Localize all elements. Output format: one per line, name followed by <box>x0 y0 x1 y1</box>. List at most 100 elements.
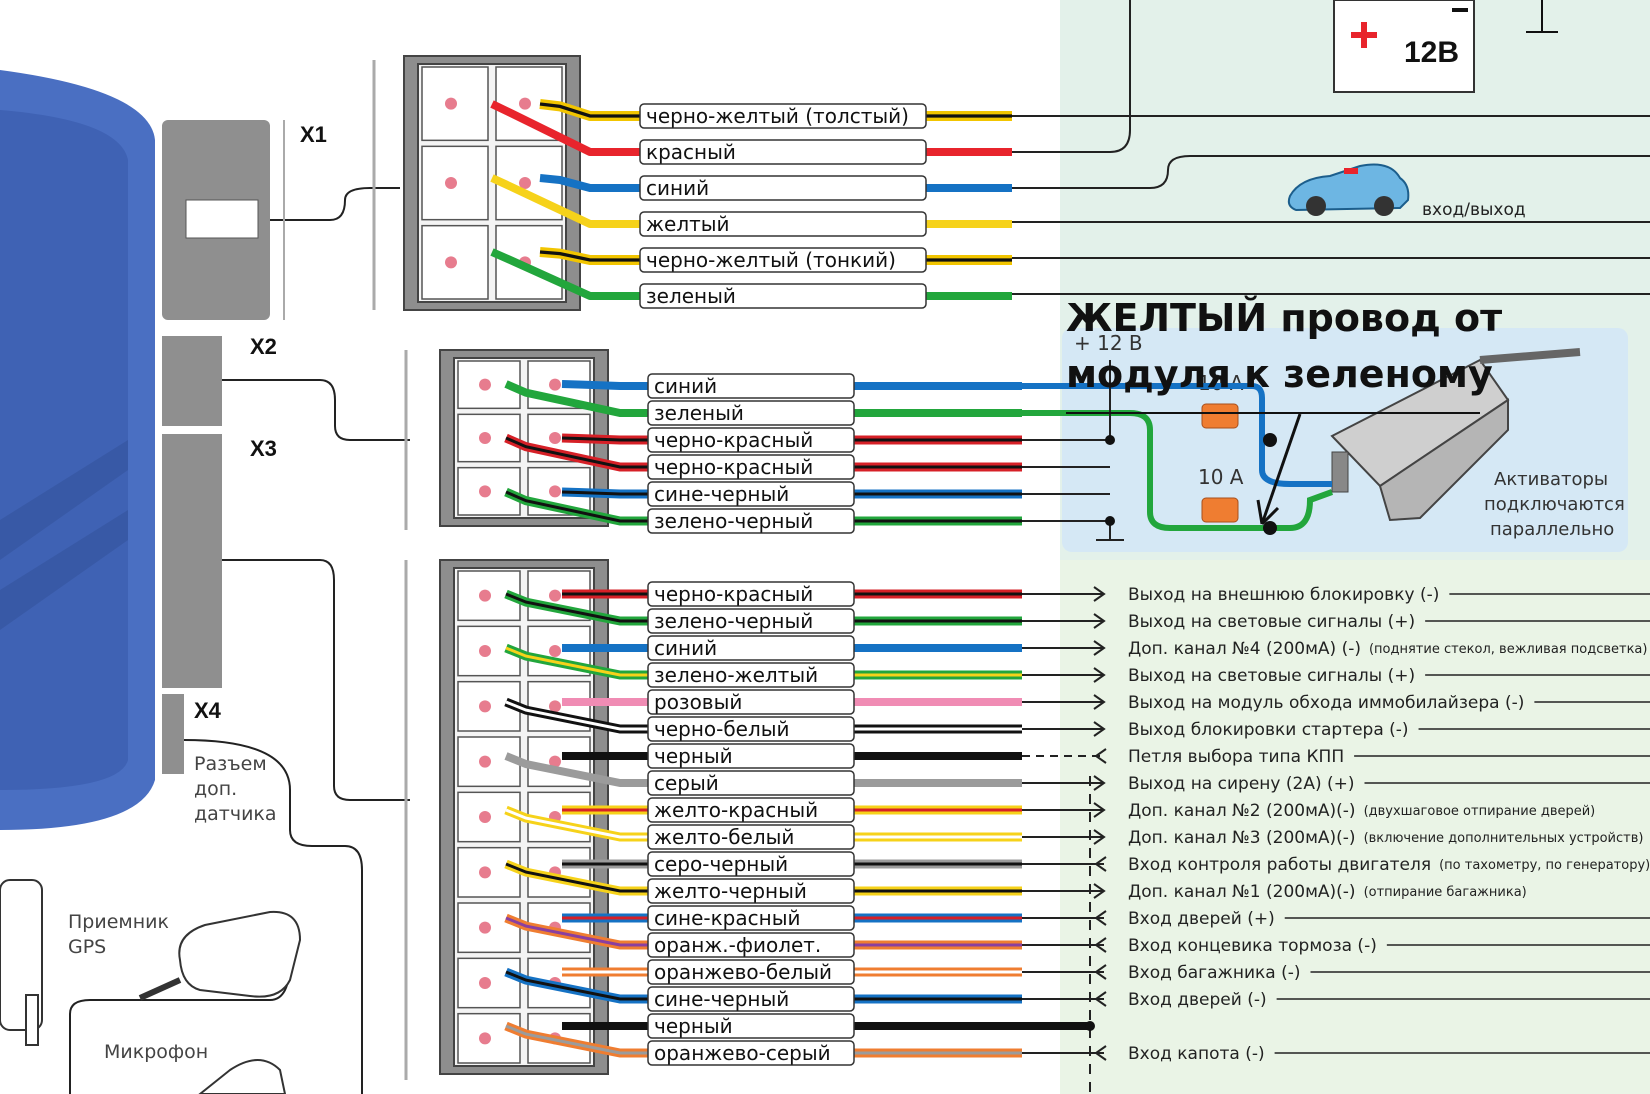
x3-wire-label-14: оранжево-белый <box>647 959 855 985</box>
x3-desc-0: Выход на внешнюю блокировку (-) <box>1128 585 1439 605</box>
x1-pin <box>445 97 457 110</box>
x3-wire-label-2-text: синий <box>654 636 717 660</box>
x3-wire-label-7: серый <box>647 770 855 796</box>
x3-pin <box>479 755 491 768</box>
fuse1-icon <box>1201 403 1239 429</box>
battery-label: 12В <box>1404 36 1459 69</box>
x1-wires: черно-желтый (толстый)красныйсинийжелтый… <box>490 99 1012 309</box>
x3-pin <box>479 645 491 657</box>
x3-wire-label-4-text: розовый <box>654 690 742 714</box>
x3-wire-label-1-text: зелено-черный <box>654 609 813 633</box>
x2-wire-label-0: синий <box>647 373 855 399</box>
lock-green-run <box>1022 410 1334 531</box>
x1-wire-label-3-text: желтый <box>646 212 730 236</box>
x3-wire-label-11: желто-черный <box>647 878 855 904</box>
x3-wire-label-3-text: зелено-желтый <box>654 663 818 687</box>
activators-caption-3: параллельно <box>1490 519 1614 540</box>
x3-wire-label-16-text: черный <box>654 1014 733 1038</box>
x1-wire-label-4: черно-желтый (тонкий) <box>639 247 927 273</box>
x1-pin <box>445 256 457 269</box>
x3-pin <box>549 589 561 602</box>
x3-wire-label-5: черно-белый <box>647 716 855 742</box>
x1-wire-label-2: синий <box>639 175 927 201</box>
x3-desc-8: Доп. канал №2 (200мА)(-) <box>1128 801 1356 821</box>
x2-wire-label-0-text: синий <box>654 374 717 398</box>
x3-desc-9: Доп. канал №3 (200мА)(-) <box>1128 828 1356 848</box>
x3-in-arrow-17 <box>1094 1045 1107 1061</box>
x3-wire-label-12-box <box>647 905 855 931</box>
activators-caption-2: подключаются <box>1484 494 1625 515</box>
annotation-note-line-2: модуля к зеленому <box>1066 352 1493 396</box>
x2-wire-label-4: сине-черный <box>647 481 855 507</box>
x2-wire-label-5-box <box>647 508 855 534</box>
x3-wire-label-0-box <box>647 581 855 607</box>
activators-caption-1: Активаторы <box>1494 469 1608 490</box>
x3-wire-label-4-box <box>647 689 855 715</box>
x3-wire-label-13: оранж.-фиолет. <box>647 932 855 958</box>
x3-wire-label-17-text: оранжево-серый <box>654 1041 831 1065</box>
junction-dot <box>1105 435 1115 445</box>
x3-wire-label-12: сине-красный <box>647 905 855 931</box>
x3-wire-label-10-box <box>647 851 855 877</box>
x2-wire-label-3: черно-красный <box>647 454 855 480</box>
x3-junction-dot <box>1085 1021 1095 1031</box>
x1-run-io <box>1012 155 1650 189</box>
x2-pin <box>549 378 561 391</box>
x3-out-arrow-1 <box>1093 613 1106 629</box>
x3-wire-label-12-text: сине-красный <box>654 906 800 930</box>
x4-socket <box>162 694 184 774</box>
x1-pin <box>519 97 531 110</box>
x3-pin <box>479 921 491 934</box>
x2-wire-label-2-text: черно-красный <box>654 428 813 452</box>
x3-desc-3: Выход на световые сигналы (+) <box>1128 666 1415 686</box>
x1-label: X1 <box>300 122 327 147</box>
x4-caption-2: доп. <box>194 778 237 800</box>
x3-wire-label-4: розовый <box>647 689 855 715</box>
x3-wire-label-8-box <box>647 797 855 823</box>
x3-wire-label-8-text: желто-красный <box>654 798 818 822</box>
x1-wire-label-5-text: зеленый <box>646 284 736 308</box>
x2-wire-label-5-text: зелено-черный <box>654 509 813 533</box>
x3-in-arrow-12 <box>1094 910 1107 926</box>
x2-wire-label-4-text: сине-черный <box>654 482 789 506</box>
x3-desc-note-10: (по тахометру, по генератору) <box>1439 858 1650 873</box>
x2-pin <box>479 432 491 444</box>
x3-pin <box>549 755 561 768</box>
x3-desc-4: Выход на модуль обхода иммобилайзера (-) <box>1128 693 1524 713</box>
alarm-module <box>0 70 155 830</box>
x2-wire-label-5: зелено-черный <box>647 508 855 534</box>
x3-desc-7: Выход на сирену (2А) (+) <box>1128 774 1355 794</box>
junction-dot <box>1105 516 1115 526</box>
x2-pin <box>549 432 561 444</box>
x3-wire-label-7-box <box>647 770 855 796</box>
inputs-panel-bg <box>1060 560 1650 1094</box>
x3-wire-label-2-box <box>647 635 855 661</box>
x2-wire-label-4-box <box>647 481 855 507</box>
x3-desc-10: Вход контроля работы двигателя <box>1128 855 1431 875</box>
x3-wire-label-9-text: желто-белый <box>654 825 794 849</box>
x2-pin <box>549 485 561 498</box>
x2-wire-label-2-box <box>647 427 855 453</box>
x3-wire-label-5-text: черно-белый <box>654 717 790 741</box>
x1-wire-label-1-text: красный <box>646 140 736 164</box>
x3-wire-label-0: черно-красный <box>647 581 855 607</box>
x3-pin <box>549 700 561 713</box>
x3-wire-label-3: зелено-желтый <box>647 662 855 688</box>
x2-socket <box>162 336 222 426</box>
x3-in-arrow-10 <box>1094 856 1107 872</box>
x3-desc-17: Вход капота (-) <box>1128 1044 1265 1064</box>
x3-out-arrow-7 <box>1093 775 1106 791</box>
x3-wire-label-14-text: оранжево-белый <box>654 960 832 984</box>
x1-wire-label-3: желтый <box>639 211 927 237</box>
gps-caption-2: GPS <box>68 936 106 958</box>
plus12-label: + 12 В <box>1074 331 1143 355</box>
x3-wire-label-13-text: оранж.-фиолет. <box>654 933 821 957</box>
x3-wire-label-1: зелено-черный <box>647 608 855 634</box>
x3-out-arrow-0 <box>1093 586 1106 602</box>
x3-desc-note-9: (включение дополнительных устройств) <box>1364 831 1644 846</box>
x2-wire-label-3-text: черно-красный <box>654 455 813 479</box>
harness-cables <box>69 60 410 1094</box>
x3-desc-5: Выход блокировки стартера (-) <box>1128 720 1409 740</box>
x3-pin <box>479 811 491 823</box>
